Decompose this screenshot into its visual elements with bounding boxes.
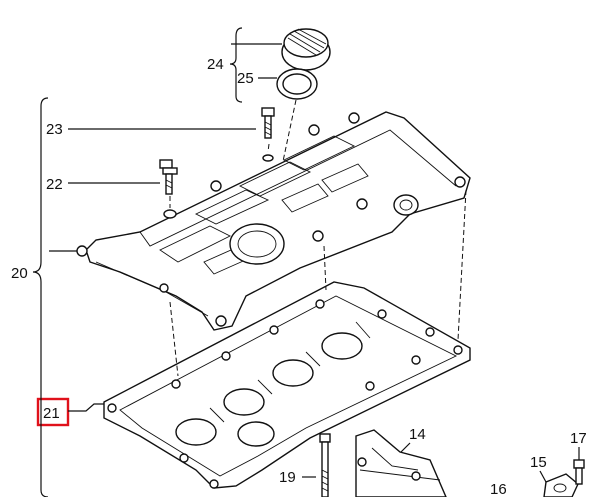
callout-20[interactable]: 20 [11,265,28,282]
gasket-alignment-dashes [169,189,467,377]
callout-21-highlight [36,397,70,427]
callout-23[interactable]: 23 [46,121,63,138]
callout-25[interactable]: 25 [237,70,254,87]
callout-22[interactable]: 22 [46,176,63,193]
bracket-20 [32,97,49,497]
bolt-dashes [169,143,270,208]
bracket-24 [229,27,243,103]
leader-21 [68,403,106,412]
bolt-19[interactable] [319,433,331,497]
leader-15 [539,470,547,483]
sensor-15[interactable] [543,473,579,497]
cover-bolt-22[interactable] [159,159,178,219]
bolt-17[interactable] [573,459,585,485]
oil-filler-cap[interactable] [281,28,331,71]
filler-cap-seal[interactable] [276,68,318,100]
callout-15[interactable]: 15 [530,454,547,471]
cover-bolt-23[interactable] [261,107,275,162]
callout-19[interactable]: 19 [279,469,296,486]
cover-gasket[interactable] [103,281,471,489]
callout-16[interactable]: 16 [490,481,507,497]
callout-24[interactable]: 24 [207,56,224,73]
callout-21[interactable]: 21 [43,405,60,422]
bracket-14[interactable] [355,429,447,497]
cylinder-head-cover[interactable] [76,111,471,331]
callout-14[interactable]: 14 [409,426,426,443]
callout-17[interactable]: 17 [570,430,587,447]
